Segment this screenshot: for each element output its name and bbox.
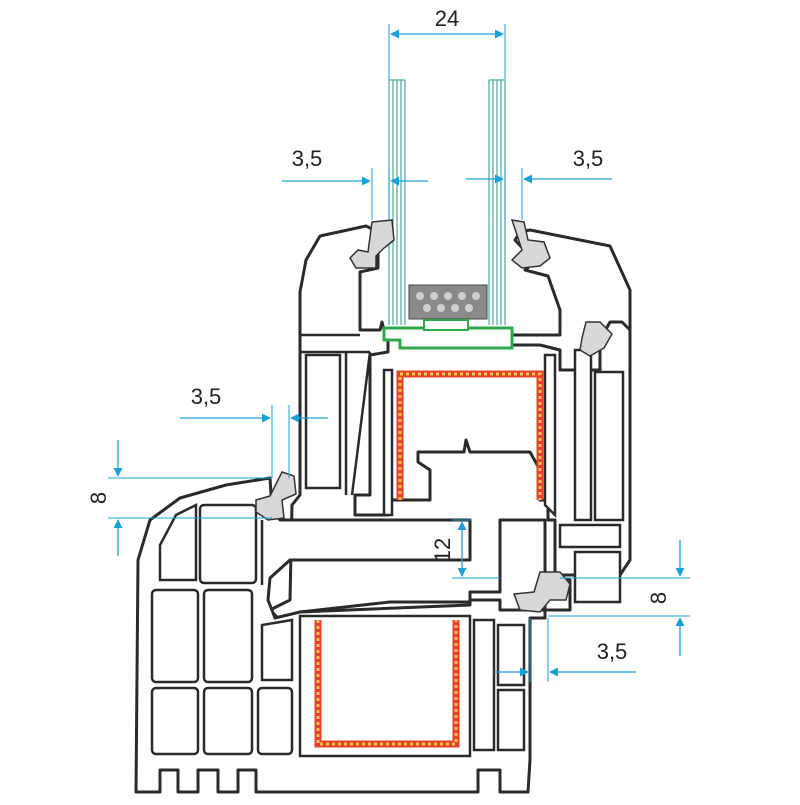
frame-chamber	[496, 623, 526, 687]
spacer-desiccant	[416, 292, 480, 312]
glass-pane-left	[388, 79, 406, 325]
frame-profile	[134, 476, 547, 794]
sash-chamber	[304, 353, 342, 490]
frame-chamber	[202, 686, 254, 756]
dimension-rebate-height: 12	[430, 519, 500, 579]
frame-chamber	[150, 588, 200, 684]
frame-gap-label: 3,5	[597, 639, 628, 664]
sash-chamber	[573, 348, 593, 522]
frame-chamber	[260, 618, 294, 682]
dimension-glass-width: 24	[388, 6, 506, 80]
sash-gasket-height-label: 8	[86, 492, 111, 504]
rebate-height-label: 12	[430, 538, 455, 562]
dimension-left-glass-gap: 3,5	[282, 146, 428, 220]
sash-overlap-label: 3,5	[191, 384, 222, 409]
dimension-frame-gap: 3,5	[494, 618, 636, 682]
dimension-sash-gasket-height: 8	[86, 440, 272, 556]
frame-chamber	[198, 503, 258, 585]
sash-chamber	[558, 523, 622, 549]
sash-wall	[350, 351, 372, 496]
glass-unit	[388, 79, 506, 325]
frame-chamber	[472, 618, 496, 752]
dimension-sash-overlap: 3,5	[180, 384, 328, 478]
steel-reinforcement-frame	[314, 620, 460, 748]
sash-chamber	[382, 368, 394, 517]
glass-gasket-outer	[349, 219, 395, 269]
sash-chamber	[593, 370, 625, 522]
frame-chamber	[150, 686, 200, 756]
left-glass-gap-label: 3,5	[292, 146, 323, 171]
glass-spacer	[408, 284, 488, 320]
sash-chamber	[543, 353, 557, 519]
glass-width-label: 24	[435, 6, 459, 31]
glazing-bead	[382, 326, 514, 350]
frame-chamber	[202, 588, 254, 684]
sash-stop-gasket	[255, 471, 297, 521]
frame-chamber	[158, 502, 198, 582]
glass-pane-right	[488, 79, 506, 325]
dimension-frame-gasket-height: 8	[548, 540, 690, 656]
steel-reinforcement-sash	[396, 370, 544, 500]
frame-steel-chamber	[298, 614, 472, 758]
frame-chamber	[496, 688, 526, 752]
glass-gasket-inner	[510, 219, 551, 269]
sash-chamber	[573, 550, 622, 604]
dimension-right-glass-gap: 3,5	[466, 146, 612, 220]
frame-gasket-height-label: 8	[646, 592, 671, 604]
center-seal-gasket	[579, 321, 613, 357]
frame-chamber	[256, 686, 294, 756]
right-glass-gap-label: 3,5	[573, 146, 604, 171]
glazing-block	[423, 319, 469, 331]
